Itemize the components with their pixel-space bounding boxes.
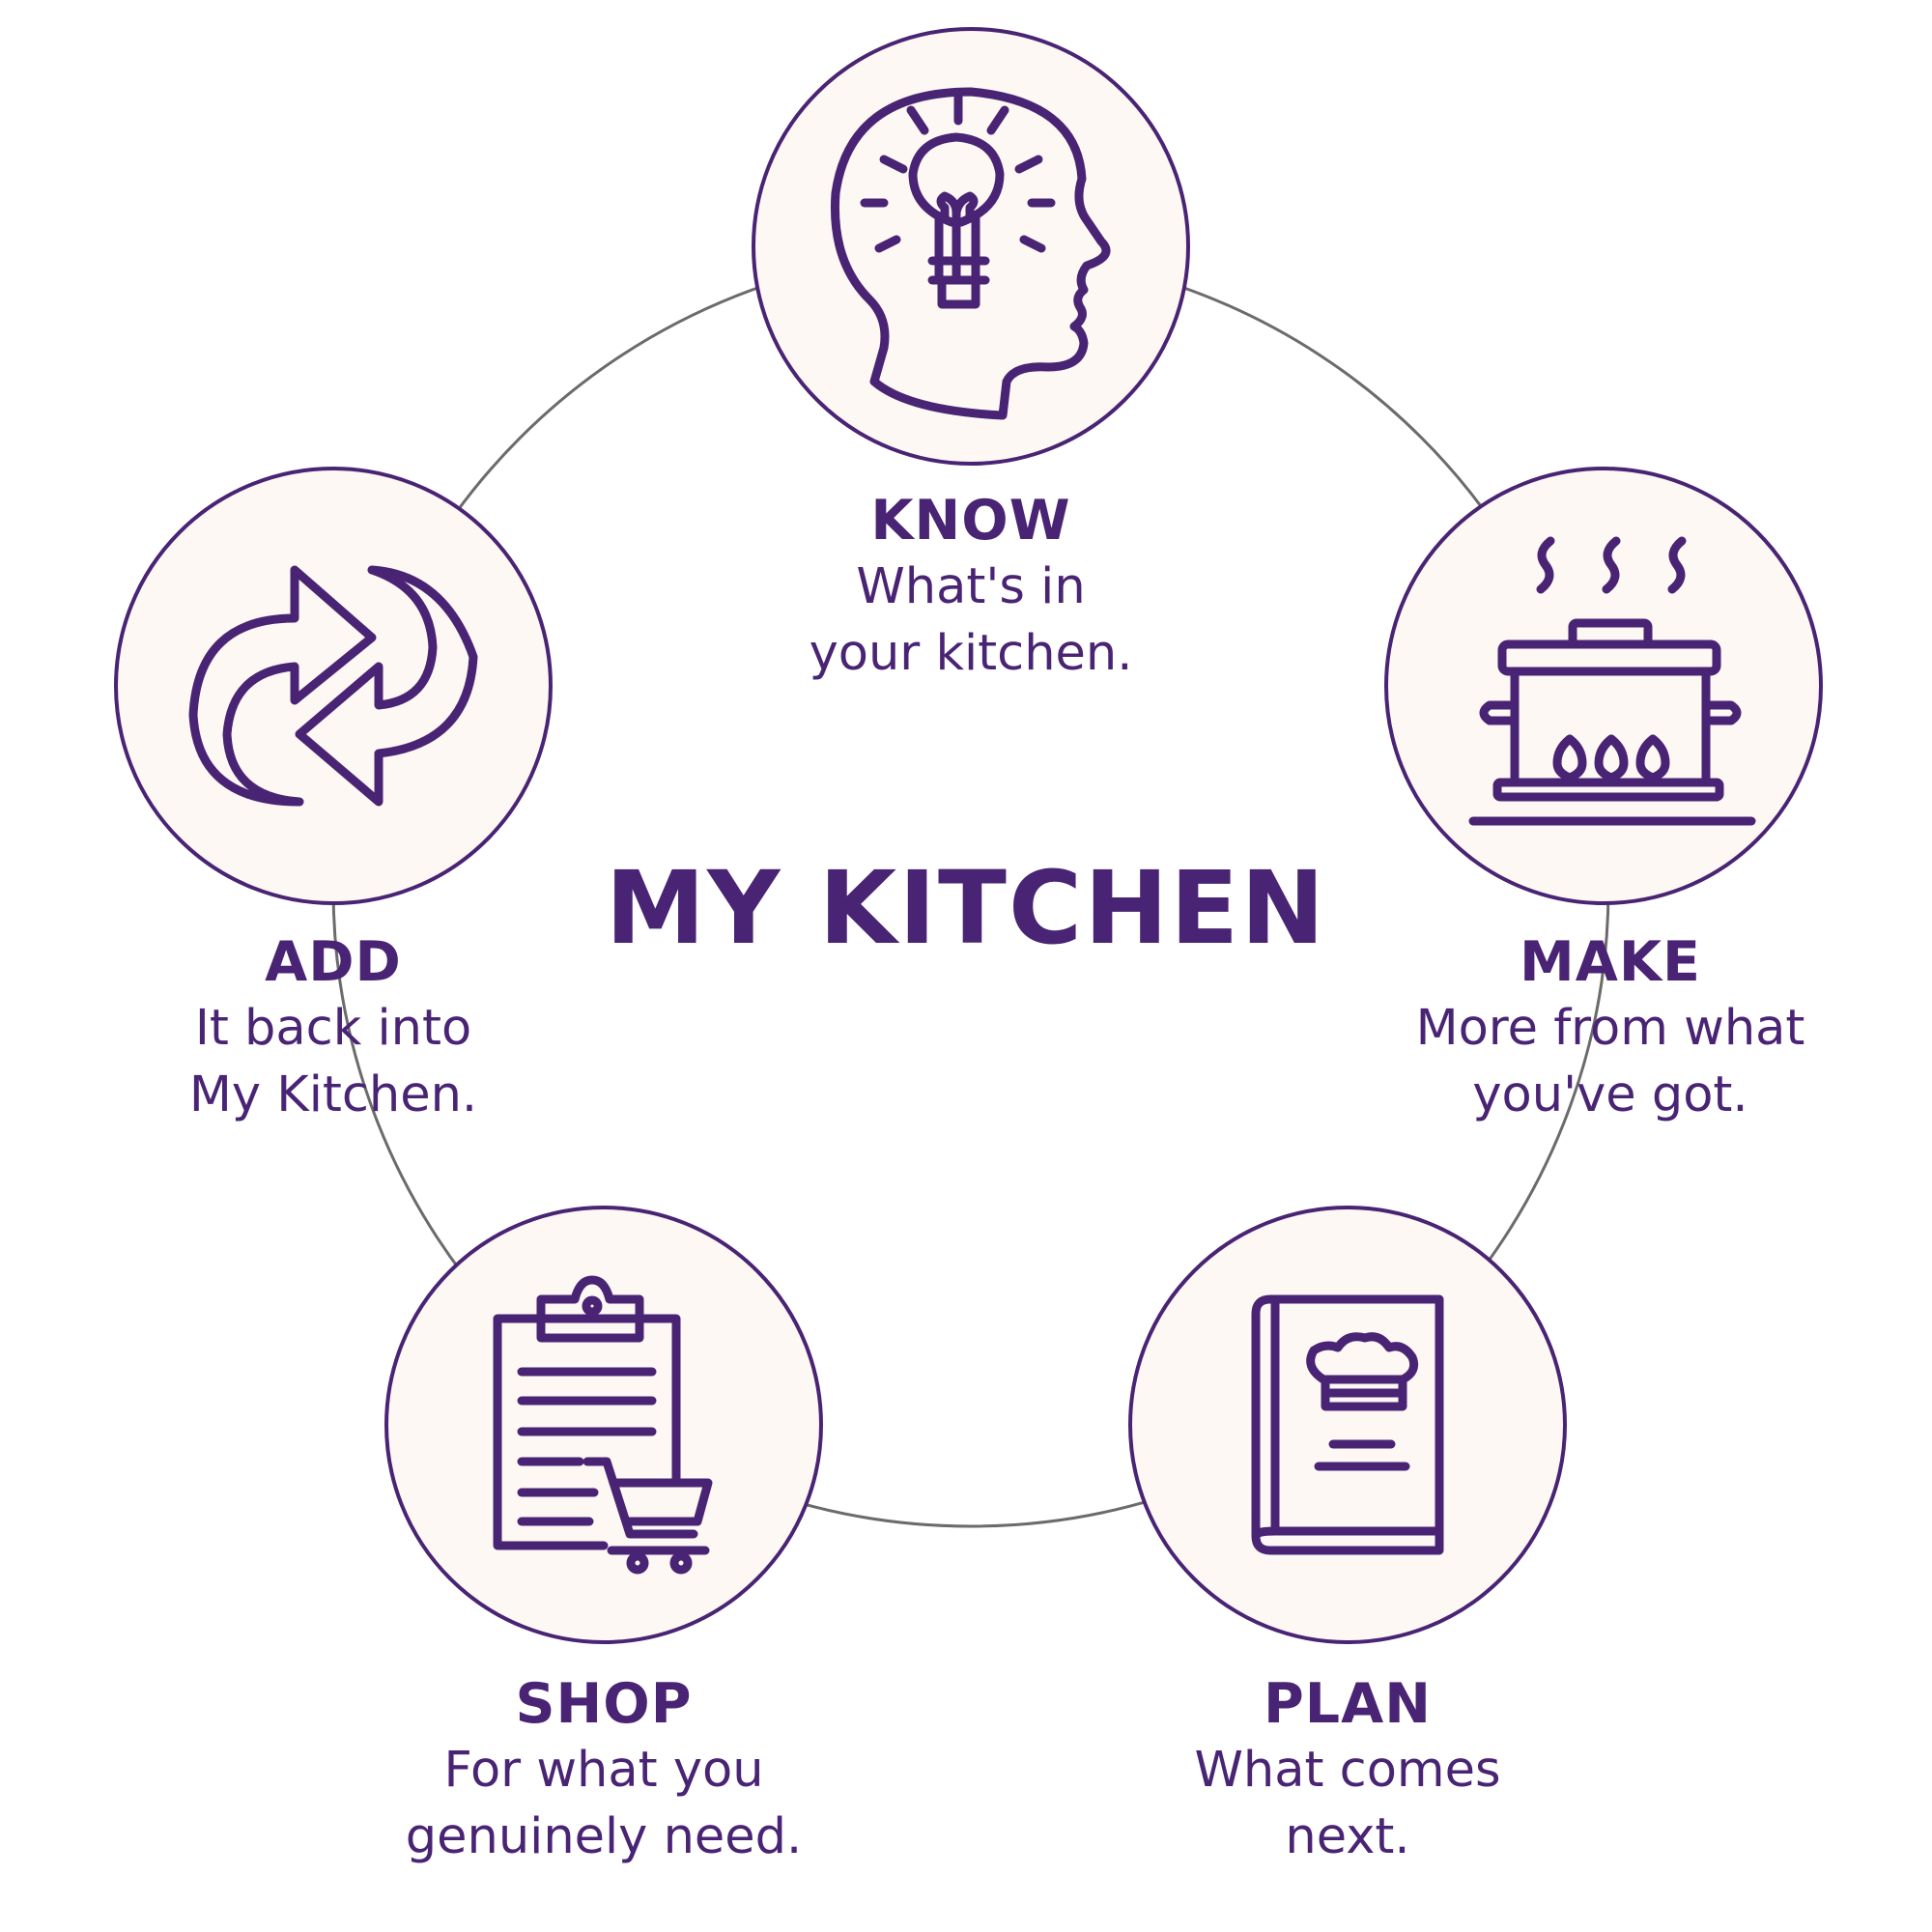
know-node [752, 27, 1190, 466]
center-title: MY KITCHEN [605, 849, 1327, 967]
make-circle [1384, 467, 1823, 905]
plan-node [1128, 1206, 1567, 1644]
make-title: MAKE [1520, 930, 1701, 994]
know-line-2: your kitchen. [809, 625, 1133, 682]
shop-title: SHOP [515, 1672, 693, 1736]
plan-text: PLAN What comes next. [1077, 1671, 1618, 1870]
know-line-1: What's in [856, 558, 1086, 615]
shop-node [384, 1206, 823, 1644]
plan-line-1: What comes [1194, 1742, 1501, 1799]
add-circle [114, 467, 553, 905]
make-text: MAKE More from what you've got. [1340, 929, 1881, 1128]
shop-text: SHOP For what you genuinely need. [333, 1671, 874, 1870]
shop-line-1: For what you [443, 1742, 764, 1799]
add-node [114, 467, 553, 905]
cooking-pot-icon [1468, 536, 1756, 826]
head-lightbulb-icon [830, 87, 1111, 420]
add-line-2: My Kitchen. [188, 1066, 478, 1123]
add-line-1: It back into [194, 1000, 472, 1057]
plan-title: PLAN [1264, 1672, 1432, 1736]
add-title: ADD [265, 930, 402, 994]
make-line-1: More from what [1415, 1000, 1805, 1057]
plan-circle [1128, 1206, 1567, 1644]
shop-line-2: genuinely need. [405, 1808, 803, 1865]
shop-circle [384, 1206, 823, 1644]
make-node [1384, 467, 1823, 905]
make-line-2: you've got. [1472, 1066, 1748, 1123]
shopping-list-cart-icon [493, 1275, 713, 1575]
cookbook-icon [1251, 1294, 1444, 1555]
know-text: KNOW What's in your kitchen. [700, 488, 1241, 687]
add-text: ADD It back into My Kitchen. [63, 929, 604, 1128]
plan-line-2: next. [1285, 1808, 1410, 1865]
know-title: KNOW [870, 489, 1071, 553]
recycle-arrows-icon [188, 565, 478, 807]
